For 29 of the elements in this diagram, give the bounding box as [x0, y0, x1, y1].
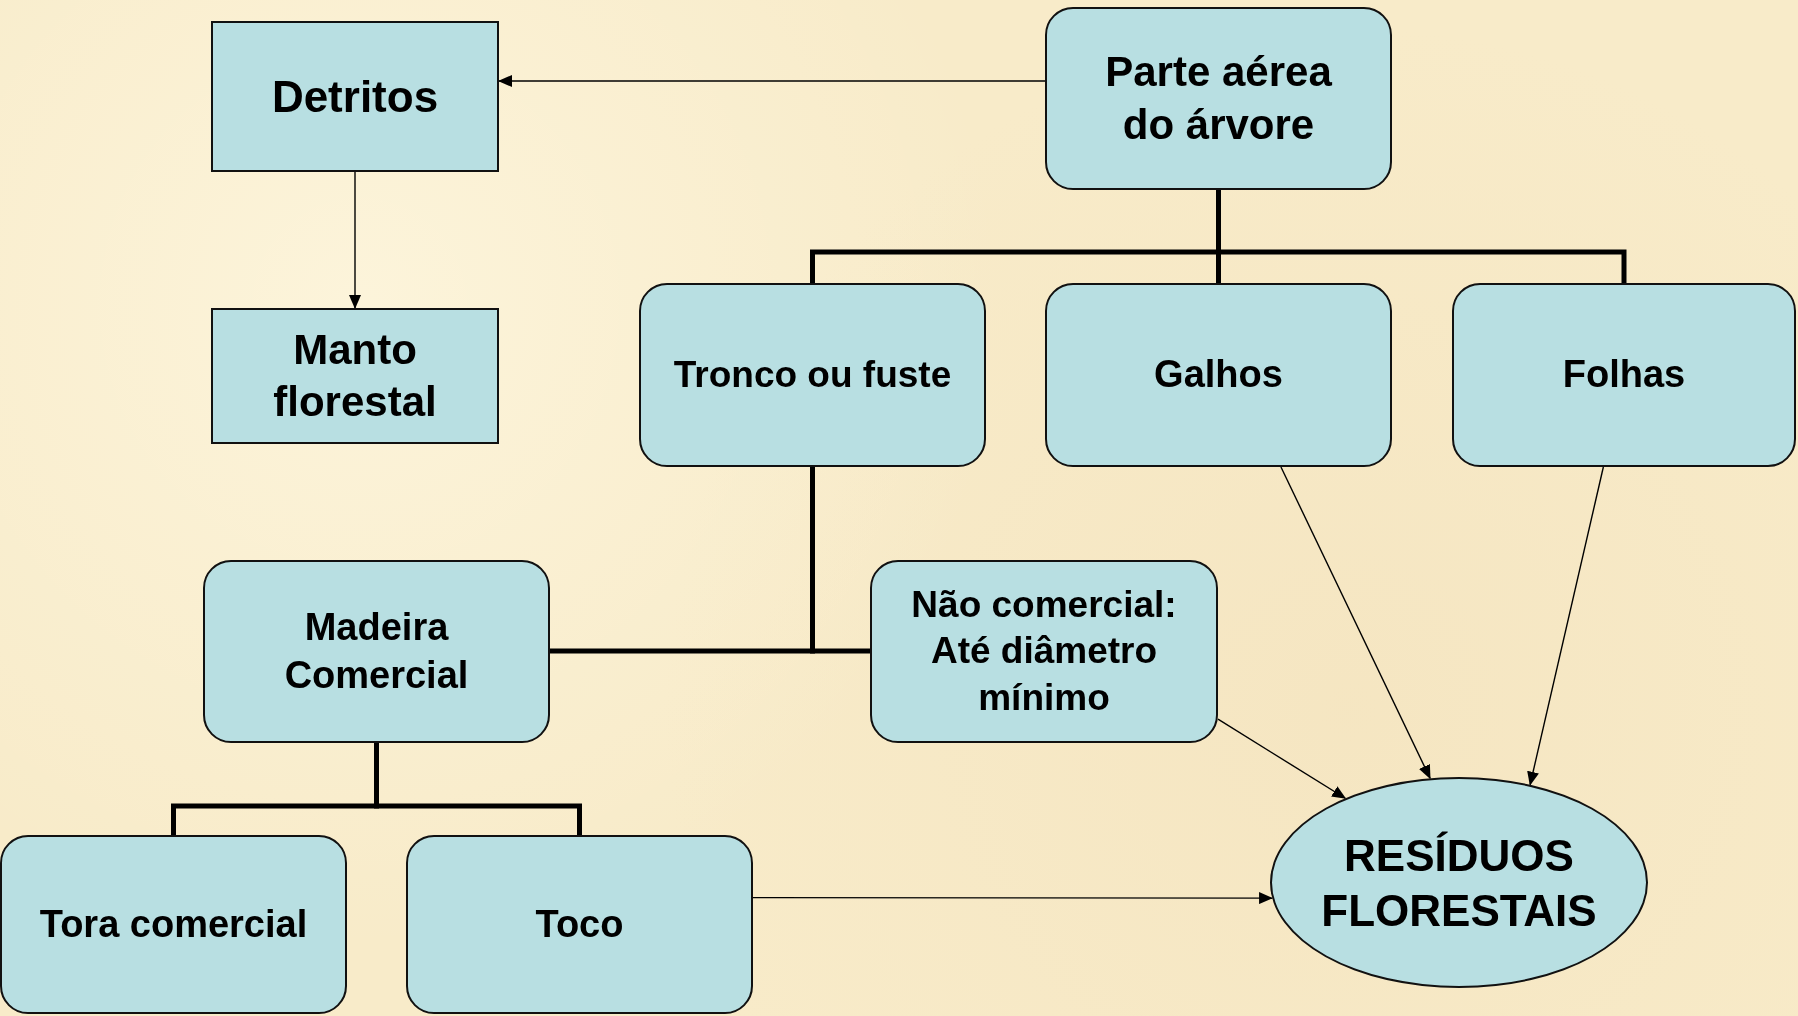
node-label: Parte aérea do árvore: [1104, 47, 1333, 150]
connector-line: [374, 743, 582, 835]
node-label: Folhas: [1562, 352, 1686, 398]
node-label: Madeira Comercial: [283, 605, 470, 698]
node-label: Tora comercial: [39, 901, 308, 947]
process-box: [1045, 7, 1392, 190]
arrow: [1527, 466, 1605, 786]
process-box: [1045, 283, 1392, 467]
arrow: [498, 75, 1046, 87]
arrow: [349, 171, 361, 309]
process-box: [406, 835, 753, 1014]
process-box: [203, 560, 550, 743]
process-box: [211, 21, 499, 172]
process-box: [639, 283, 986, 467]
node-label: Manto florestal: [272, 324, 438, 427]
process-box: [211, 308, 499, 444]
node-label: Detritos: [271, 71, 439, 123]
connector-line: [810, 467, 870, 654]
node-label: Tronco ou fuste: [673, 352, 952, 397]
node-label: Não comercial: Até diâmetro mínimo: [910, 583, 1178, 720]
node-label: Galhos: [1154, 352, 1283, 398]
process-box: [870, 560, 1218, 743]
process-box: [1452, 283, 1796, 467]
connector-line: [1216, 190, 1627, 283]
process-box: [0, 835, 347, 1014]
arrow: [1280, 466, 1431, 780]
arrow: [1217, 718, 1347, 799]
node-label: Toco: [535, 901, 624, 947]
node-label: RESÍDUOS FLORESTAIS: [1320, 829, 1598, 937]
